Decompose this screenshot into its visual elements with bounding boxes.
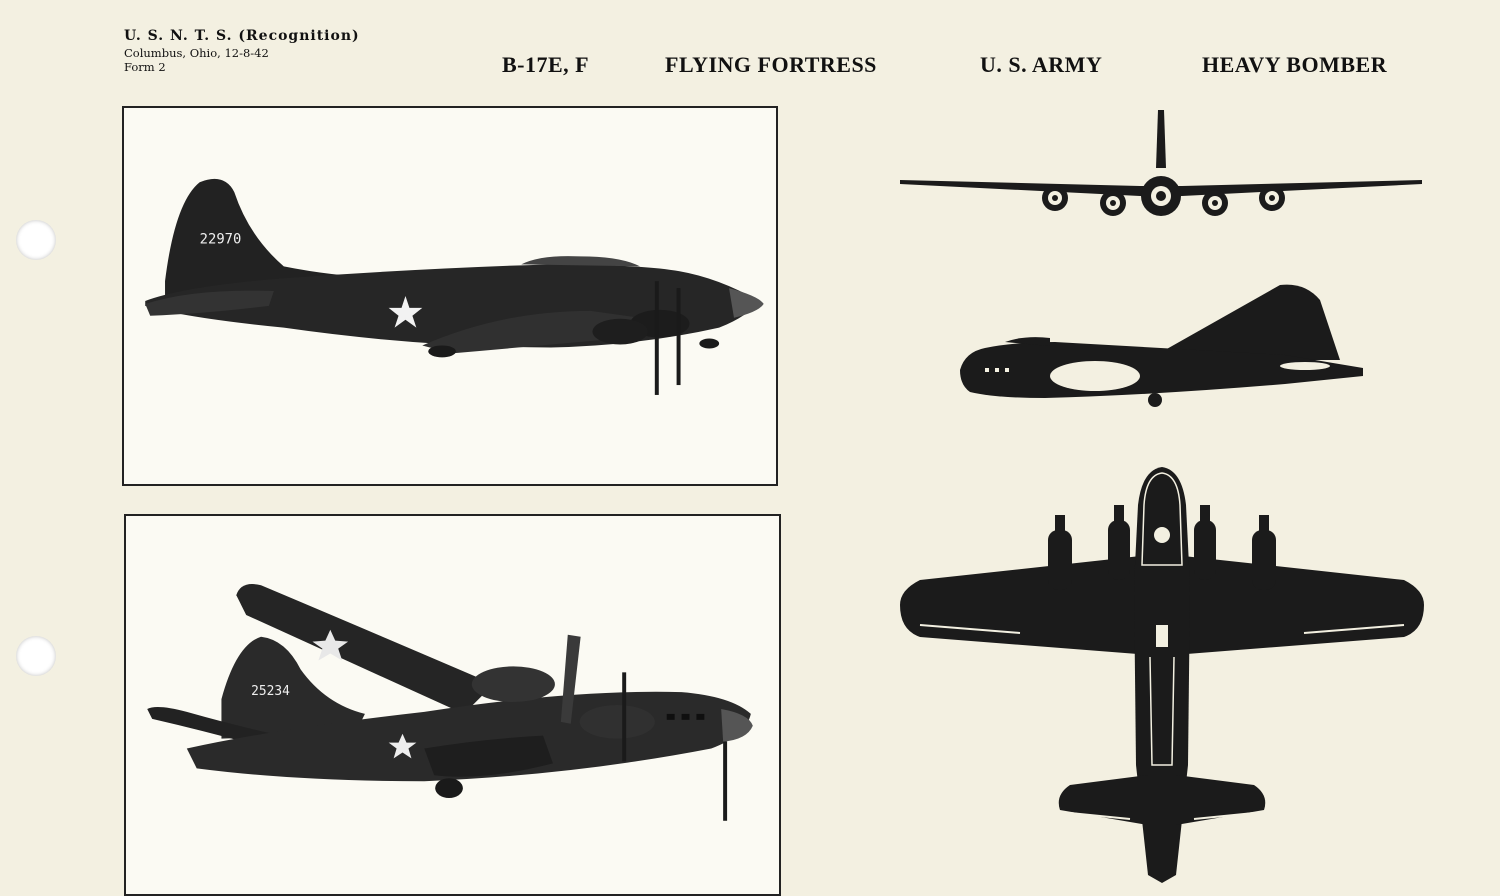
photo-banking-view-aircraft: 25234 [147,584,753,821]
form-number: Form 2 [124,59,166,74]
aircraft-model: B-17E, F [502,52,590,77]
side-view-icon [960,284,1363,407]
tail-serial-top: 22970 [200,232,242,248]
punch-hole-bottom [16,636,56,676]
punch-hole-top [16,220,56,260]
wing-star-insignia-icon [312,629,349,661]
star-insignia-icon [388,296,423,328]
silhouette-plan-view [900,465,1424,885]
photo-side-view-aircraft: 22970 [145,178,764,395]
tail-serial-bottom: 25234 [251,684,290,699]
org-title: U. S. N. T. S. (Recognition) [124,28,360,44]
front-view-icon [900,110,1422,216]
aircraft-name: FLYING FORTRESS [665,52,877,77]
fuselage-star-insignia-icon [388,733,417,759]
engine-roundel-icons [1042,185,1285,216]
photo-banking-view: 25234 [124,514,781,896]
sheet-header: U. S. N. T. S. (Recognition) Columbus, O… [124,28,360,74]
silhouette-front-view [900,108,1422,226]
location-date: Columbus, Ohio, 12-8-42 [124,45,269,60]
aircraft-service: U. S. ARMY [980,52,1103,77]
photo-side-view: 22970 [122,106,778,486]
silhouette-side-view [955,280,1367,410]
aircraft-role: HEAVY BOMBER [1202,52,1388,77]
plan-view-icon [900,467,1424,883]
